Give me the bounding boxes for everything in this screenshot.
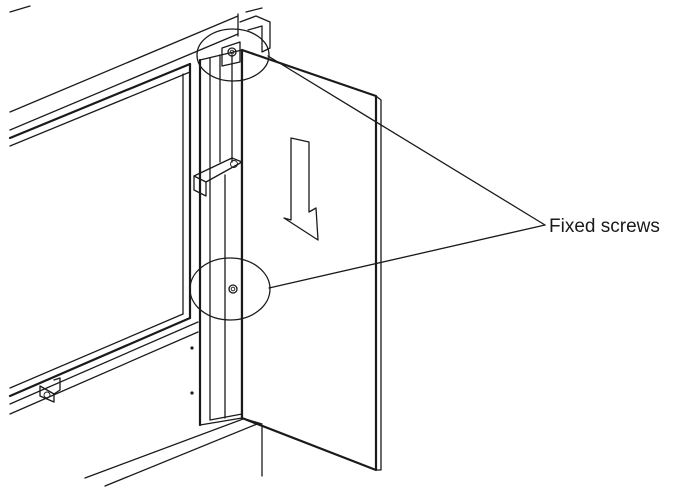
screw-highlight-bottom <box>189 257 271 321</box>
lower-body <box>9 321 263 487</box>
lower-left-bracket <box>39 377 61 403</box>
screw-highlight-top <box>196 28 270 82</box>
mounting-rail <box>198 48 244 427</box>
down-arrow-icon <box>283 137 319 241</box>
callout-label: Fixed screws <box>549 216 660 237</box>
middle-bracket <box>193 157 243 197</box>
screw-bottom <box>228 284 238 294</box>
top-bracket <box>221 15 271 67</box>
side-panel <box>240 48 382 472</box>
cabinet-frame <box>9 5 263 131</box>
window-panel <box>8 62 192 398</box>
callout-leader-lines <box>267 55 546 289</box>
screw-top <box>227 47 237 57</box>
